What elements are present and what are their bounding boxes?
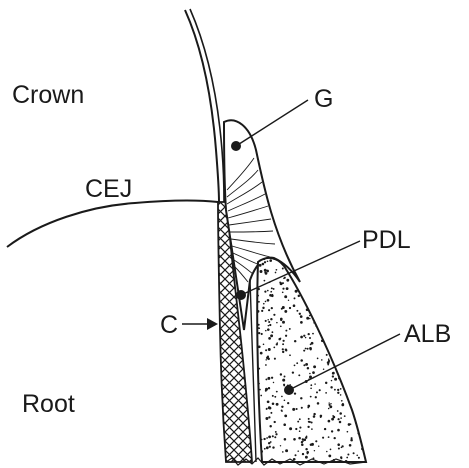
label-pdl: PDL <box>362 226 411 254</box>
label-root: Root <box>22 390 75 418</box>
label-crown: Crown <box>12 81 84 109</box>
crown-outline <box>7 201 218 247</box>
label-c: C <box>160 311 178 339</box>
label-cej: CEJ <box>85 175 132 203</box>
label-alb: ALB <box>404 320 451 348</box>
label-g: G <box>314 85 333 113</box>
pdl-boundary <box>250 280 256 462</box>
arrow-c <box>182 318 218 330</box>
